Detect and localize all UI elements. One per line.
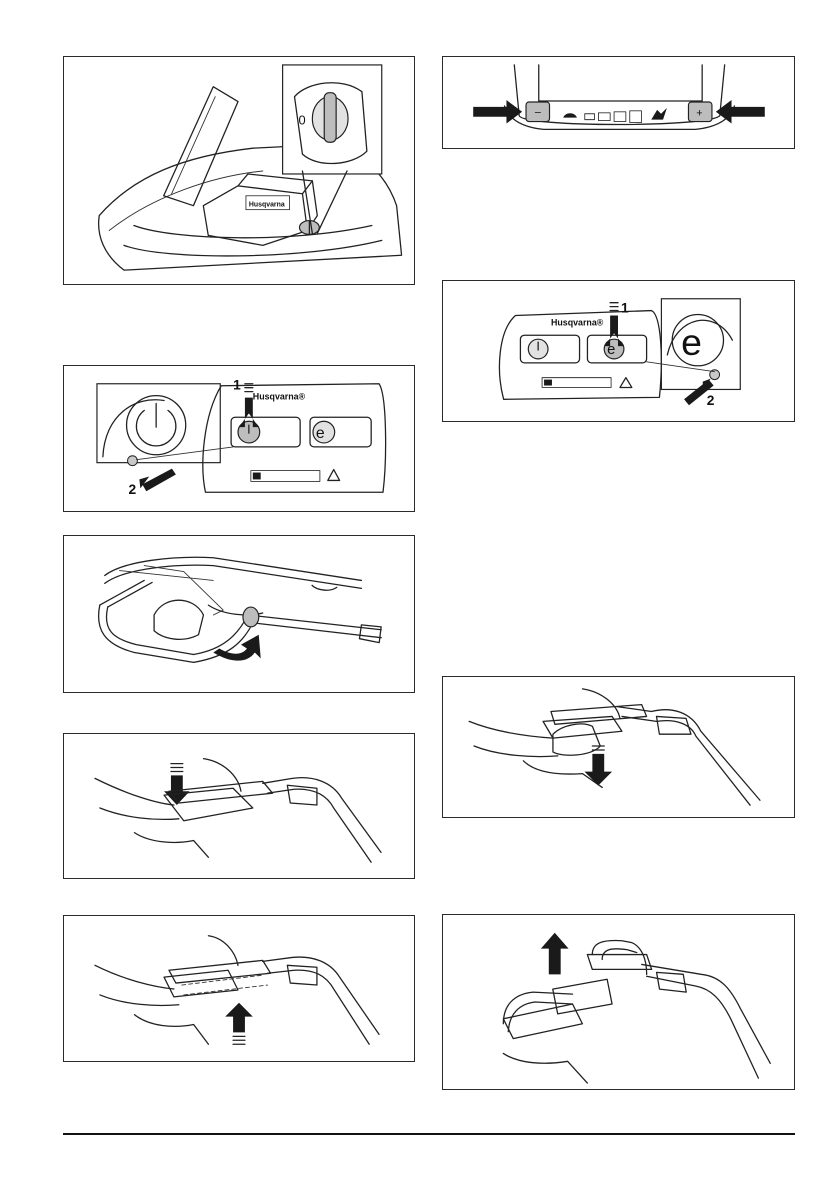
figure-eco-panel: Husqvarna® e e 1 2 xyxy=(442,280,795,422)
logo-text: Husqvarna® xyxy=(551,317,604,327)
footer-rule xyxy=(63,1133,795,1135)
logo-text: Husqvarna xyxy=(249,202,285,209)
illustration-power-panel: 2 Husqvarna® e 1 xyxy=(64,366,414,511)
illustration-speed-panel: – + xyxy=(443,57,794,148)
figure-handle-fold xyxy=(63,535,415,693)
illustration-handle-press-down-right xyxy=(443,677,794,817)
switch-position-label: 0 xyxy=(298,112,305,127)
figure-key-switch: Husqvarna 0 xyxy=(63,56,415,285)
figure-handle-press-down-right xyxy=(442,676,795,818)
logo-text: Husqvarna® xyxy=(253,392,306,402)
figure-handle-lift-left xyxy=(63,915,415,1062)
figure-handle-press-down-left xyxy=(63,733,415,879)
svg-text:e: e xyxy=(316,425,325,442)
illustration-handle-lift-left xyxy=(64,916,414,1061)
minus-label: – xyxy=(535,107,541,119)
illustration-handle-press-down-left xyxy=(64,734,414,878)
illustration-handle-lift-right xyxy=(443,915,794,1089)
plus-label: + xyxy=(696,108,702,120)
illustration-key-switch: Husqvarna 0 xyxy=(64,57,414,284)
step-2-label: 2 xyxy=(707,393,715,408)
illustration-handle-fold xyxy=(64,536,414,692)
svg-text:e: e xyxy=(681,321,702,363)
step-2-label: 2 xyxy=(129,482,137,497)
illustration-eco-panel: Husqvarna® e e 1 2 xyxy=(443,281,794,421)
figure-speed-panel: – + xyxy=(442,56,795,149)
step-1-label: 1 xyxy=(621,301,629,316)
step-1-label: 1 xyxy=(233,378,241,393)
figure-handle-lift-right xyxy=(442,914,795,1090)
figure-power-panel: 2 Husqvarna® e 1 xyxy=(63,365,415,512)
